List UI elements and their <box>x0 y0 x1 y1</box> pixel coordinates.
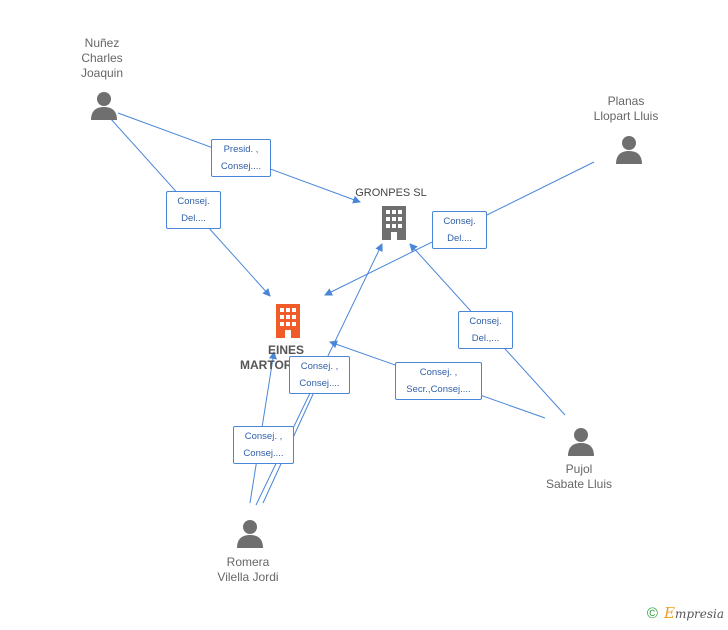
person-label-nunez[interactable]: Nuñez Charles Joaquin <box>81 36 123 81</box>
name-line: Vilella Jordi <box>217 570 279 584</box>
role-line: Consej. , <box>300 361 339 372</box>
role-line: Secr.,Consej.... <box>406 384 471 395</box>
company-label-gronpes[interactable]: GRONPES SL <box>355 186 427 201</box>
role-line: Consej. , <box>419 367 458 378</box>
brand-logo[interactable]: Empresia <box>664 604 724 622</box>
person-label-planas[interactable]: Planas Llopart Lluis <box>594 94 659 124</box>
name-line: Romera <box>226 555 270 569</box>
edge-label-pujol-gronpes[interactable]: Consej. Del.,... <box>458 311 513 349</box>
building-icon[interactable] <box>271 302 305 338</box>
company-label-eines[interactable]: EINES MARTOR <box>240 343 304 373</box>
role-line: Consej.... <box>220 161 262 172</box>
edge-label-romera-gronpes[interactable]: Consej. , Consej.... <box>289 356 350 394</box>
name-line: Pujol <box>565 462 593 476</box>
name-line: Llopart Lluis <box>593 109 659 123</box>
name-line: Nuñez <box>84 36 120 50</box>
company-name-line: MARTOR <box>240 358 293 372</box>
name-line: Sabate Lluis <box>545 477 613 491</box>
role-line: Presid. , <box>223 144 259 155</box>
copyright-footer: © Empresia <box>647 604 724 622</box>
role-line: Del.... <box>181 213 206 224</box>
name-line: Joaquin <box>80 66 124 80</box>
edge-label-nunez-eines[interactable]: Consej. Del.... <box>166 191 221 229</box>
role-line: Consej. <box>443 216 476 227</box>
person-label-pujol[interactable]: Pujol Sabate Lluis <box>546 462 612 492</box>
role-line: Del.... <box>447 233 472 244</box>
copyright-icon: © <box>646 604 658 622</box>
person-label-romera[interactable]: Romera Vilella Jordi <box>217 555 278 585</box>
company-name: GRONPES SL <box>355 187 427 199</box>
name-line: Planas <box>607 94 645 108</box>
edge-label-planas-eines[interactable]: Consej. Del.... <box>432 211 487 249</box>
person-icon[interactable] <box>614 134 644 164</box>
edge-label-pujol-eines[interactable]: Consej. , Secr.,Consej.... <box>395 362 482 400</box>
role-line: Consej.... <box>299 378 340 389</box>
edge-label-romera-eines[interactable]: Consej. , Consej.... <box>233 426 294 464</box>
edge-label-nunez-gronpes[interactable]: Presid. , Consej.... <box>211 139 271 177</box>
person-icon[interactable] <box>566 426 596 456</box>
role-line: Consej. <box>177 196 210 207</box>
person-icon[interactable] <box>235 518 265 548</box>
company-name-line: EINES <box>268 343 305 357</box>
name-line: Charles <box>81 51 123 65</box>
role-line: Consej. , <box>244 431 283 442</box>
role-line: Del.,... <box>471 333 500 344</box>
building-icon[interactable] <box>377 204 411 240</box>
brand-initial: E <box>663 604 675 622</box>
person-icon[interactable] <box>89 90 119 120</box>
role-line: Consej.... <box>243 448 284 459</box>
brand-name: mpresia <box>674 607 724 621</box>
role-line: Consej. <box>469 316 502 327</box>
